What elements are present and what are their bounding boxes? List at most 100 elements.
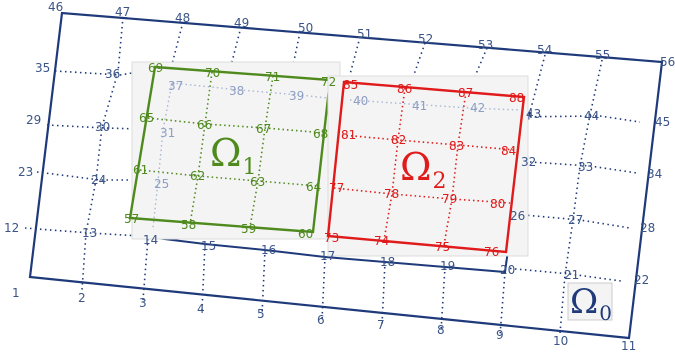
node-label: 83 bbox=[449, 139, 464, 153]
node-label: 69 bbox=[148, 61, 163, 75]
node-label: 82 bbox=[391, 133, 406, 147]
node-label: 7 bbox=[377, 318, 385, 332]
node-label: 36 bbox=[105, 67, 120, 81]
node-label: 47 bbox=[115, 5, 130, 19]
outer-node-labels: 1 2 3 4 5 6 7 8 9 10 11 12 13 14 15 16 1… bbox=[4, 0, 675, 353]
node-label: 63 bbox=[250, 175, 265, 189]
node-label: 72 bbox=[321, 75, 336, 89]
node-label: 35 bbox=[35, 61, 50, 75]
node-label: 19 bbox=[440, 259, 455, 273]
node-label: 22 bbox=[634, 273, 649, 287]
node-label: 26 bbox=[510, 209, 525, 223]
node-label: 8 bbox=[437, 323, 445, 337]
node-label: 58 bbox=[181, 218, 196, 232]
node-label: 23 bbox=[18, 165, 33, 179]
node-label: 13 bbox=[82, 226, 97, 240]
omega1-label: Ω1 bbox=[210, 131, 257, 180]
node-label: 54 bbox=[537, 43, 552, 57]
omega0-boundary bbox=[28, 11, 664, 340]
node-label: 81 bbox=[341, 128, 356, 142]
node-label: 6 bbox=[317, 313, 325, 327]
node-label: 67 bbox=[256, 122, 271, 136]
node-label: 50 bbox=[298, 21, 313, 35]
node-label: 33 bbox=[578, 160, 593, 174]
node-label: 61 bbox=[133, 163, 148, 177]
omega1-grid bbox=[139, 71, 326, 228]
node-label: 56 bbox=[660, 55, 675, 69]
node-label: 55 bbox=[595, 48, 610, 62]
node-label: 12 bbox=[4, 221, 19, 235]
node-label: 45 bbox=[655, 115, 670, 129]
node-label: 74 bbox=[374, 234, 389, 248]
node-label: 59 bbox=[241, 222, 256, 236]
node-label: 43 bbox=[526, 107, 541, 121]
omega2-label: Ω2 bbox=[400, 145, 447, 194]
node-label: 77 bbox=[329, 181, 344, 195]
node-label: 76 bbox=[484, 245, 499, 259]
node-label: 85 bbox=[343, 78, 358, 92]
omega2-grid bbox=[333, 87, 516, 246]
omega2-boundary bbox=[326, 80, 526, 254]
node-label: 68 bbox=[313, 127, 328, 141]
node-label: 62 bbox=[190, 169, 205, 183]
node-label: 79 bbox=[442, 192, 457, 206]
node-label: 24 bbox=[91, 173, 106, 187]
node-label: 66 bbox=[197, 118, 212, 132]
node-label: 40 bbox=[353, 94, 368, 108]
node-label: 75 bbox=[435, 240, 450, 254]
node-label: 57 bbox=[124, 212, 139, 226]
node-label: 84 bbox=[501, 144, 516, 158]
node-label: 25 bbox=[154, 177, 169, 191]
node-label: 18 bbox=[380, 255, 395, 269]
node-label: 20 bbox=[500, 263, 515, 277]
node-label: 41 bbox=[412, 99, 427, 113]
omega0-label: Ω0 bbox=[570, 282, 612, 325]
node-label: 73 bbox=[324, 231, 339, 245]
node-label: 51 bbox=[357, 27, 372, 41]
omega1-boundary bbox=[128, 65, 332, 234]
node-label: 65 bbox=[139, 111, 154, 125]
node-label: 37 bbox=[168, 79, 183, 93]
node-label: 64 bbox=[306, 180, 321, 194]
node-label: 2 bbox=[78, 291, 86, 305]
node-label: 21 bbox=[564, 268, 579, 282]
node-label: 78 bbox=[384, 187, 399, 201]
node-label: 9 bbox=[496, 328, 504, 342]
node-label: 10 bbox=[553, 334, 568, 348]
node-label: 53 bbox=[478, 38, 493, 52]
node-label: 39 bbox=[289, 89, 304, 103]
omega0-label-box bbox=[567, 282, 613, 321]
node-label: 42 bbox=[470, 101, 485, 115]
node-label: 3 bbox=[139, 296, 147, 310]
node-label: 48 bbox=[175, 11, 190, 25]
node-label: 14 bbox=[143, 233, 158, 247]
omega1-node-labels: 57 58 59 60 61 62 63 64 65 66 67 68 69 7… bbox=[124, 61, 336, 241]
node-label: 34 bbox=[647, 167, 662, 181]
node-label: 70 bbox=[205, 66, 220, 80]
node-label: 44 bbox=[584, 109, 599, 123]
node-label: 86 bbox=[397, 82, 412, 96]
node-label: 31 bbox=[160, 126, 175, 140]
node-label: 87 bbox=[458, 86, 473, 100]
node-label: 71 bbox=[265, 70, 280, 84]
omega1-hidden-grid bbox=[152, 82, 346, 229]
node-label: 30 bbox=[95, 120, 110, 134]
node-label: 17 bbox=[320, 249, 335, 263]
omega2-bg bbox=[327, 75, 529, 257]
node-label: 4 bbox=[197, 302, 205, 316]
node-label: 11 bbox=[621, 339, 636, 353]
node-label: 27 bbox=[568, 213, 583, 227]
omega2-hidden-grid bbox=[349, 99, 521, 111]
node-label: 46 bbox=[48, 0, 63, 14]
node-label: 38 bbox=[229, 84, 244, 98]
node-label: 80 bbox=[490, 197, 505, 211]
node-label: 1 bbox=[12, 286, 20, 300]
node-label: 52 bbox=[418, 32, 433, 46]
node-label: 60 bbox=[298, 227, 313, 241]
node-label: 32 bbox=[521, 155, 536, 169]
node-label: 16 bbox=[261, 243, 276, 257]
node-label: 49 bbox=[234, 16, 249, 30]
omega2-node-labels: 73 74 75 76 77 78 79 80 81 82 83 84 85 8… bbox=[324, 78, 524, 259]
node-label: 28 bbox=[640, 221, 655, 235]
